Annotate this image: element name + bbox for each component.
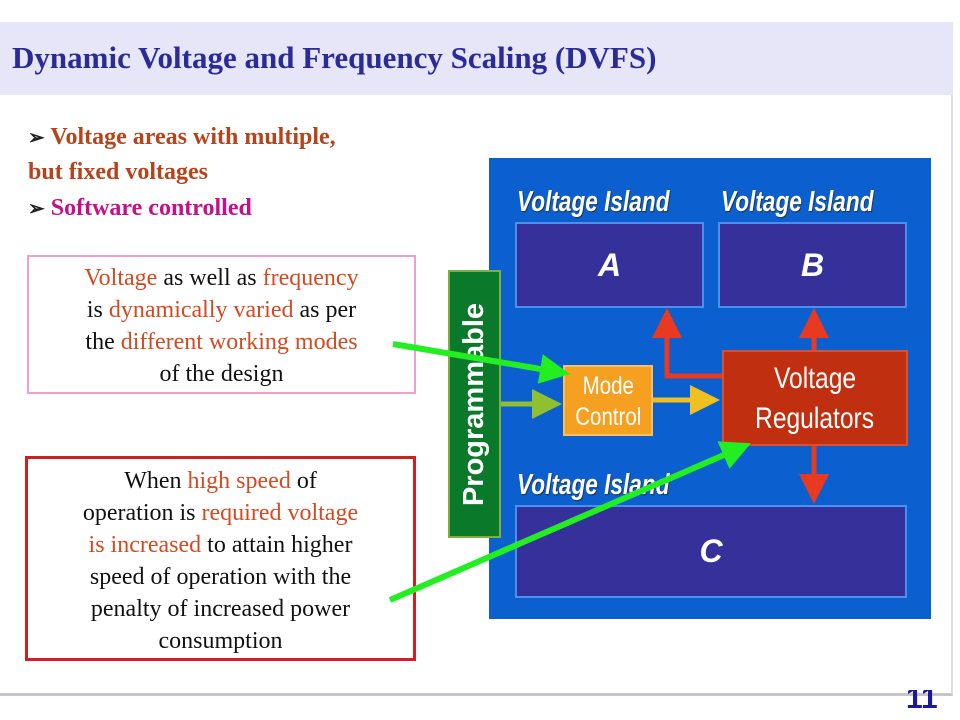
voltage-island-a: A: [515, 222, 704, 308]
high-speed-box: When high speed of operation is required…: [25, 456, 416, 661]
slide-title: Dynamic Voltage and Frequency Scaling (D…: [12, 40, 657, 75]
island-a-label: Voltage Island: [517, 186, 670, 218]
voltage-island-b: B: [718, 222, 907, 308]
regulator-to-a-arrow: [652, 308, 722, 379]
island-b-label: Voltage Island: [721, 186, 874, 218]
title-bar: [0, 22, 953, 95]
programmable-block: Programmable: [448, 270, 501, 538]
bullet-2: ➢ Software controlled: [28, 195, 252, 221]
island-c-label: Voltage Island: [517, 469, 670, 501]
bullet-arrow-icon: ➢: [28, 127, 45, 149]
pointer-arrow-to-regulator: [388, 441, 752, 603]
pointer-arrow-to-mode: [392, 341, 570, 384]
bullet-arrow-icon: ➢: [28, 198, 45, 220]
page-number: 11: [906, 690, 938, 714]
bullet-1-cont: but fixed voltages: [28, 159, 208, 185]
dvfs-description-box: Voltage as well as frequency is dynamica…: [27, 255, 416, 394]
bullet-1: ➢ Voltage areas with multiple,: [28, 124, 336, 150]
